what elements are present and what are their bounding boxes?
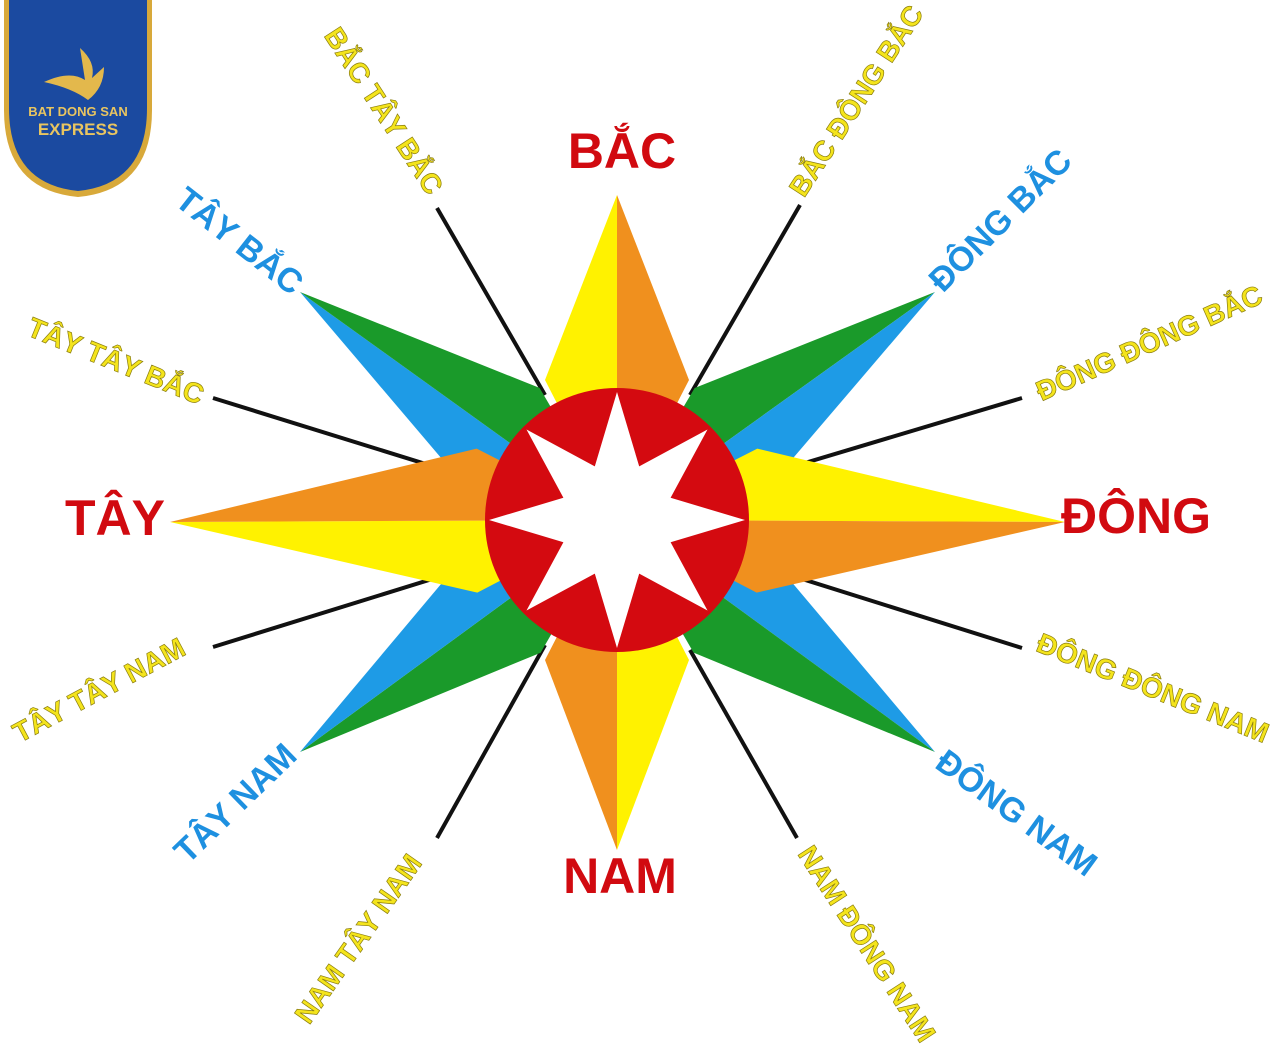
direction-lines <box>212 203 1023 839</box>
label-northeast: ĐÔNG BẮC <box>921 141 1079 299</box>
line-sse <box>688 649 799 839</box>
label-northwest: TÂY BẮC <box>168 180 310 303</box>
label-southwest: TÂY NAM <box>167 736 304 870</box>
label-nnw: BẮC TÂY BẮC <box>318 22 449 200</box>
label-wnw: TÂY TÂY BẮC <box>23 312 208 411</box>
logo-text-line1: BAT DONG SAN <box>28 104 127 119</box>
logo: BAT DONG SAN EXPRESS <box>4 0 152 197</box>
logo-text-line2: EXPRESS <box>38 120 118 139</box>
label-wsw: TÂY TÂY NAM <box>8 632 191 749</box>
label-southeast: ĐÔNG NAM <box>929 742 1105 885</box>
label-west: TÂY <box>65 490 165 546</box>
line-nne <box>688 203 802 397</box>
label-south: NAM <box>563 848 677 904</box>
label-ese: ĐÔNG ĐÔNG NAM <box>1032 626 1273 748</box>
label-sse: NAM ĐÔNG NAM <box>792 840 943 1048</box>
label-east: ĐÔNG <box>1061 487 1211 544</box>
label-ssw: NAM TÂY NAM <box>289 849 428 1029</box>
label-north: BẮC <box>568 123 676 179</box>
label-ene: ĐÔNG ĐÔNG BẮC <box>1031 278 1267 407</box>
line-nnw <box>435 206 547 397</box>
center-star-icon <box>489 392 745 648</box>
line-ssw <box>435 644 547 839</box>
bird-icon <box>44 48 104 100</box>
label-nne: BẮC ĐÔNG BẮC <box>782 0 929 202</box>
